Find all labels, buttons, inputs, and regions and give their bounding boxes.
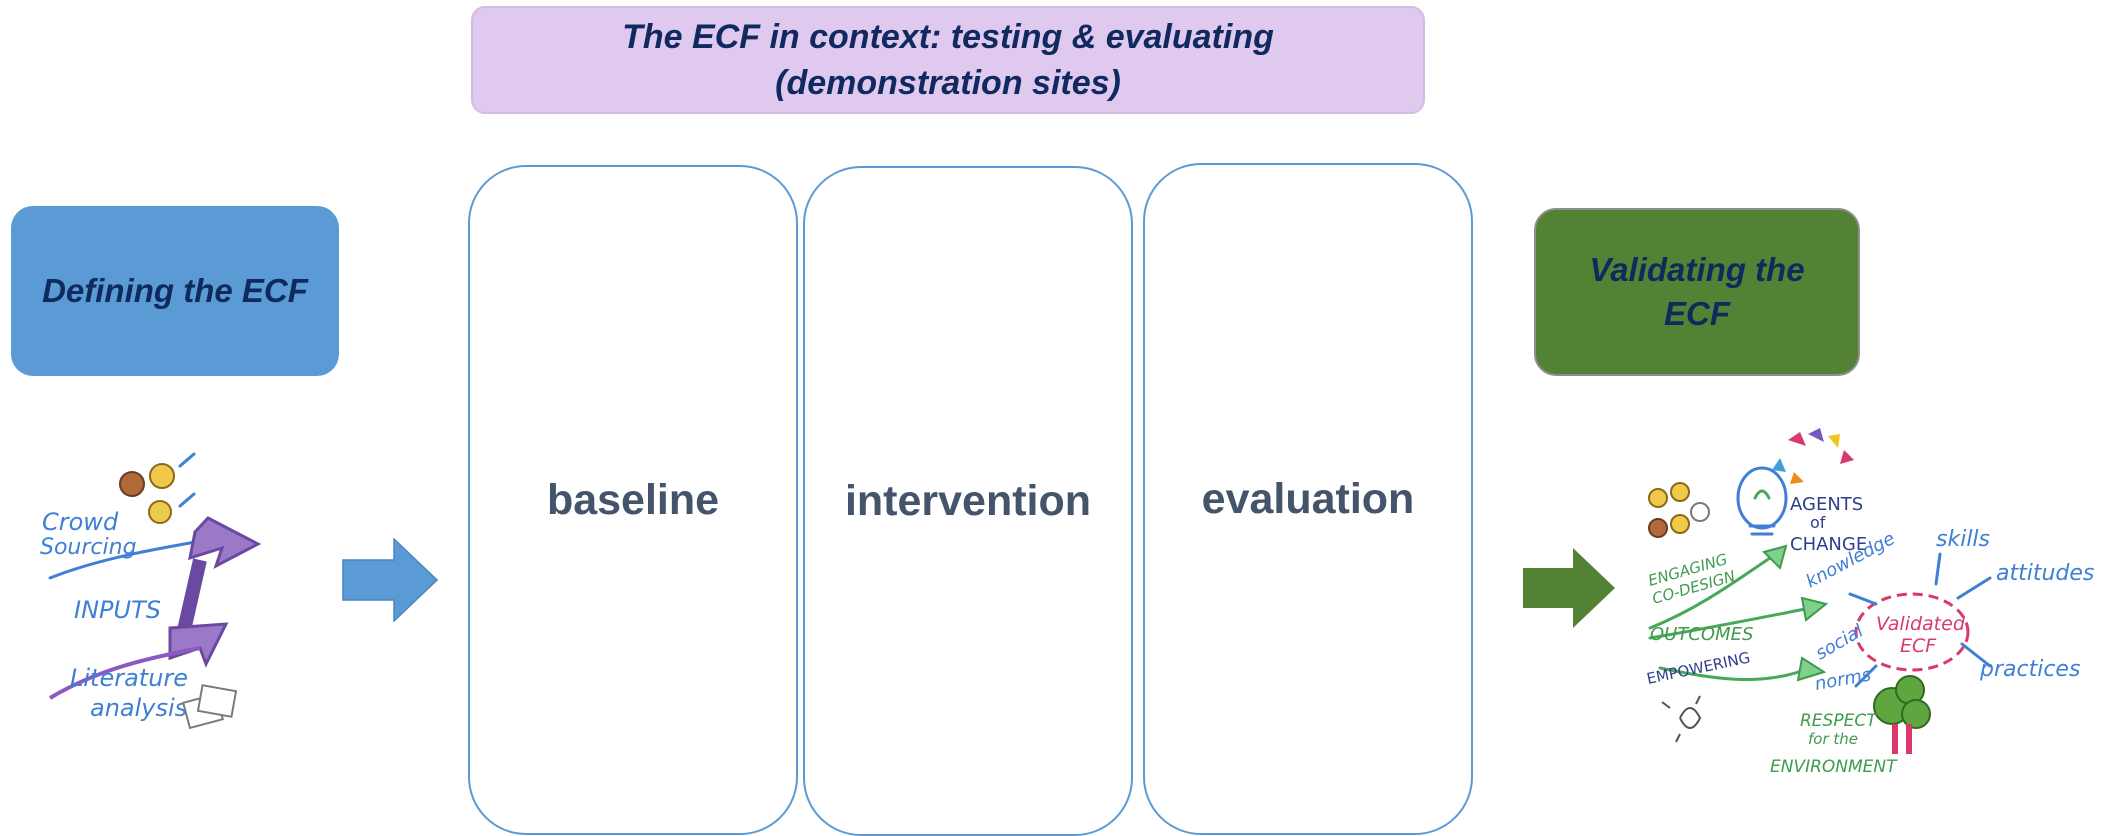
phase-baseline: baseline	[468, 165, 798, 835]
outcomes-word-attitudes: attitudes	[1996, 561, 2094, 586]
right-arrow-icon	[1523, 548, 1615, 628]
outcomes-word-agents: AGENTS	[1790, 494, 1863, 515]
outcomes-word-skills: skills	[1936, 527, 1990, 552]
outcomes-word-practices: practices	[1979, 657, 2080, 682]
outcomes-word-change: CHANGE	[1790, 534, 1867, 555]
outcomes-word-norms: norms	[1813, 664, 1873, 695]
outcomes-word-environment: ENVIRONMENT	[1770, 757, 1898, 777]
inputs-sketch-word-sourcing: Sourcing	[40, 535, 137, 560]
inputs-sketch-illustration: Crowd Sourcing INPUTS Literature analysi…	[40, 452, 262, 730]
validating-ecf-label: Validating the ECF	[1589, 251, 1805, 332]
outcomes-word-for-the: for the	[1808, 730, 1858, 748]
outcomes-sketch-illustration: AGENTS of CHANGE ENGAGING CO-DESIGN know…	[1645, 428, 2094, 777]
phase-baseline-label: baseline	[546, 475, 720, 524]
outcomes-word-ecf: ECF	[1900, 635, 1937, 657]
phase-evaluation-label: evaluation	[1201, 474, 1415, 523]
outcomes-word-respect: RESPECT	[1800, 711, 1878, 731]
inputs-sketch-word-analysis: analysis	[90, 694, 187, 722]
right-arrow-icon	[342, 538, 438, 622]
header-banner: The ECF in context: testing & evaluating…	[471, 6, 1425, 114]
defining-ecf-label: Defining the ECF	[42, 272, 308, 309]
header-title-line2: (demonstration sites)	[775, 64, 1121, 102]
header-title-line1: The ECF in context: testing & evaluating	[622, 18, 1274, 56]
outcomes-word-validated: Validated	[1876, 613, 1966, 635]
outcomes-word-of: of	[1810, 513, 1826, 532]
validating-ecf-box: Validating the ECF	[1534, 208, 1860, 376]
phase-intervention-label: intervention	[844, 476, 1092, 525]
outcomes-word-empowering: EMPOWERING	[1645, 648, 1752, 687]
defining-ecf-box: Defining the ECF	[11, 206, 339, 376]
inputs-sketch-word-literature: Literature	[70, 664, 188, 692]
outcomes-word-outcomes: OUTCOMES	[1650, 624, 1753, 645]
phase-evaluation: evaluation	[1143, 163, 1473, 835]
inputs-sketch-word-crowd: Crowd	[42, 508, 119, 536]
inputs-sketch-word-inputs: INPUTS	[74, 596, 161, 624]
phase-intervention: intervention	[803, 166, 1133, 836]
outcomes-word-social: social	[1812, 620, 1867, 664]
